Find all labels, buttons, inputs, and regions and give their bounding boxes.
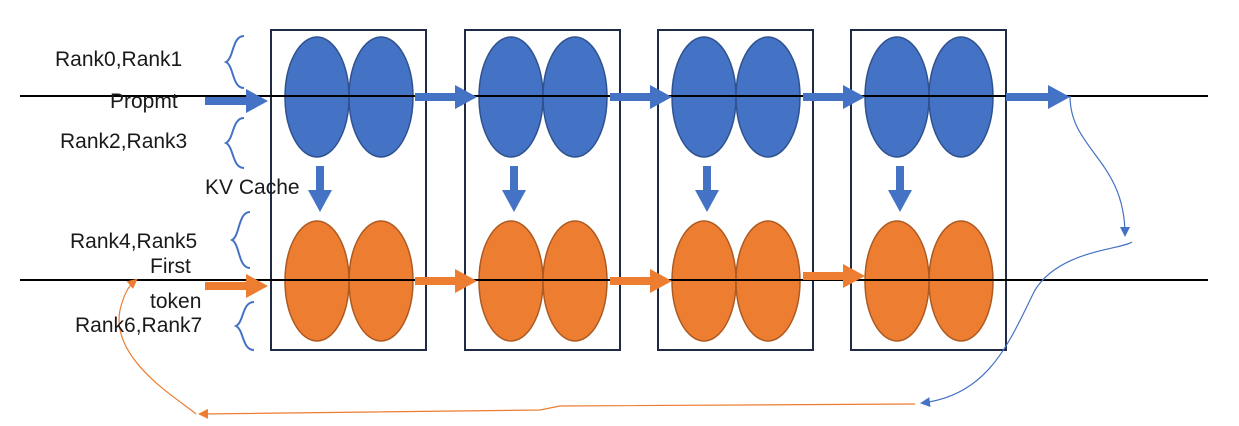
prompt-label: Propmt	[110, 90, 178, 113]
prefill-arrow-3	[803, 85, 865, 109]
kv-cache-arrow-4	[888, 166, 912, 212]
brace-rank01	[223, 35, 245, 89]
kv-cache-arrow-2	[502, 166, 526, 212]
brace-rank23	[223, 117, 245, 169]
prefill-output-arrow	[1006, 85, 1070, 109]
kv-cache-arrow-1	[308, 166, 332, 212]
loop-blue-down-curve	[1069, 95, 1130, 237]
first-token-input-arrow	[205, 274, 268, 298]
token-label: token	[150, 290, 201, 313]
decode-arrow-2	[610, 269, 672, 293]
rank01-label: Rank0,Rank1	[55, 48, 182, 71]
first-label: First	[150, 255, 191, 278]
stage-box-3	[657, 29, 814, 351]
stage-box-1	[270, 29, 427, 351]
brace-rank67	[233, 301, 255, 351]
kv-cache-arrow-3	[695, 166, 719, 212]
loop-orange-up-curve	[118, 278, 197, 415]
decode-arrow-3	[803, 264, 865, 288]
rank67-label: Rank6,Rank7	[75, 314, 202, 337]
kv-cache-label: KV Cache	[205, 176, 300, 199]
brace-rank45	[229, 211, 251, 269]
rank23-label: Rank2,Rank3	[60, 130, 187, 153]
stage-box-4	[850, 29, 1007, 351]
prefill-arrow-2	[610, 85, 672, 109]
stage-box-2	[464, 29, 621, 351]
prefill-arrow-1	[415, 85, 477, 109]
prompt-input-arrow	[205, 89, 268, 113]
loop-blue-return-curve	[920, 241, 1133, 408]
decode-arrow-1	[415, 269, 477, 293]
loop-orange-bottom-line	[198, 403, 916, 419]
rank45-label: Rank4,Rank5	[70, 230, 197, 253]
